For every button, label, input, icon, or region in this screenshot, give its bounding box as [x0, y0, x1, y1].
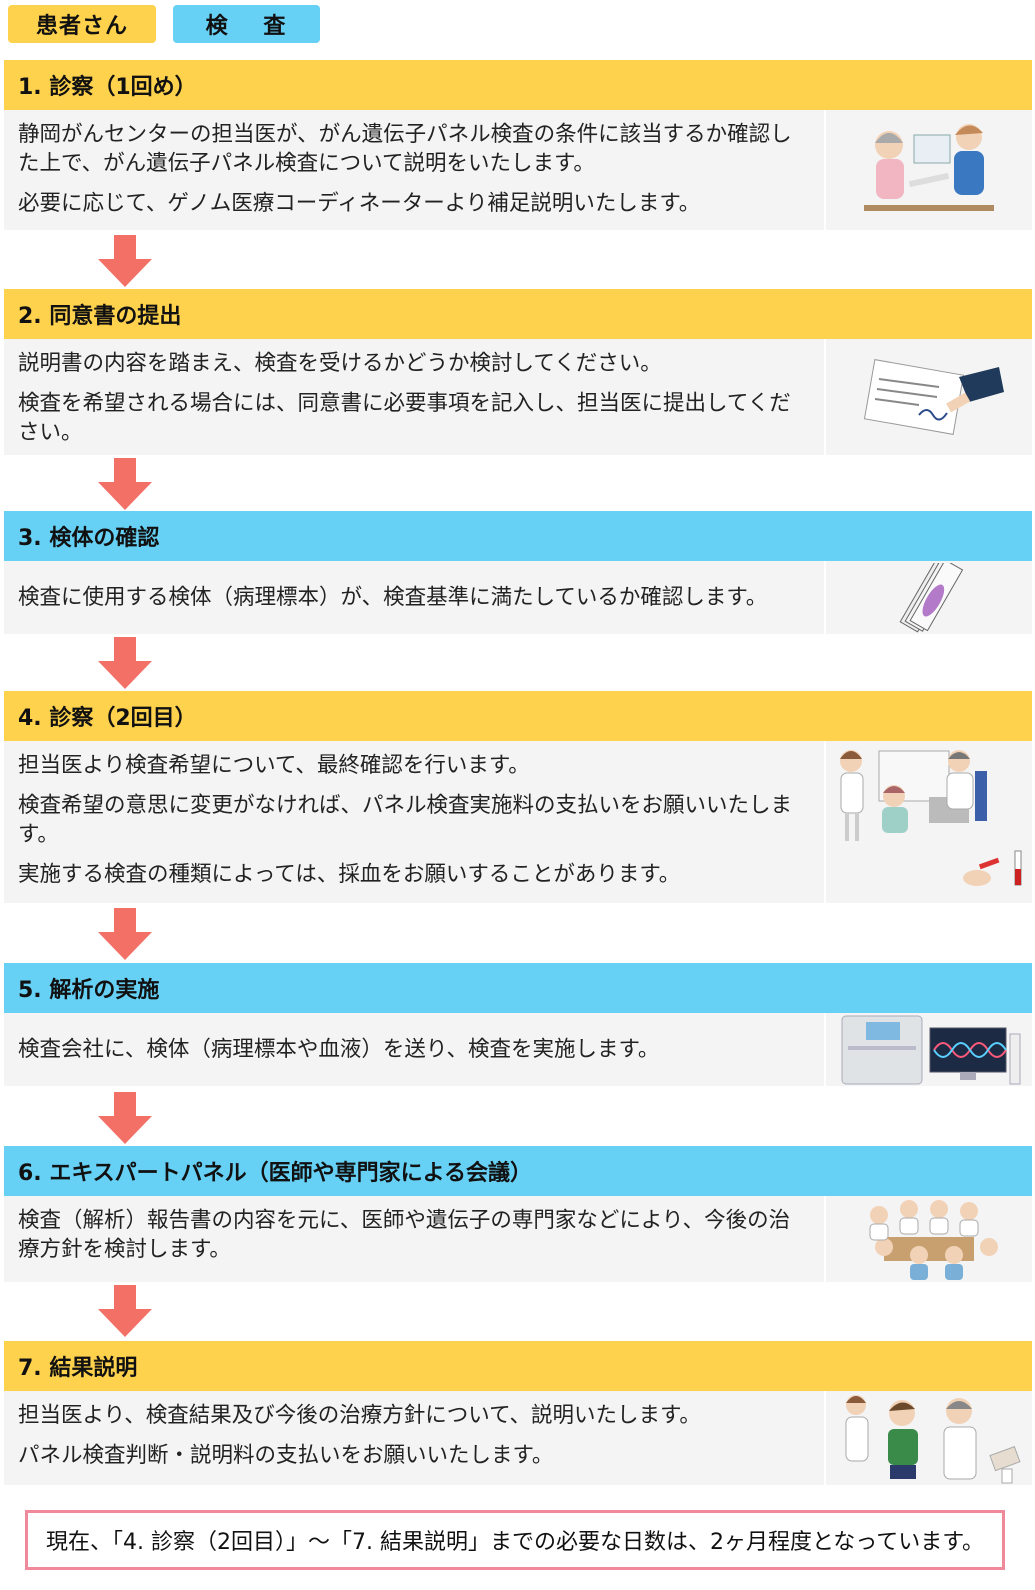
- step-7-text: 担当医より、検査結果及び今後の治療方針について、説明いたします。 パネル検査判断…: [4, 1391, 824, 1485]
- down-arrow-icon: [98, 1285, 152, 1337]
- step-3-title: 3. 検体の確認: [4, 511, 1032, 561]
- step-6-title: 6. エキスパートパネル（医師や専門家による会議）: [4, 1146, 1032, 1196]
- step-4-text: 担当医より検査希望について、最終確認を行います。 検査希望の意思に変更がなければ…: [4, 741, 824, 903]
- step-7-title: 7. 結果説明: [4, 1341, 1032, 1391]
- legend-patient-tag: 患者さん: [8, 5, 156, 43]
- step-5-title: 5. 解析の実施: [4, 963, 1032, 1013]
- consent-form-illustration: [826, 339, 1032, 455]
- step-4-title: 4. 診察（2回目）: [4, 691, 1032, 741]
- step-2-text: 説明書の内容を踏まえ、検査を受けるかどうか検討してください。 検査を希望される場…: [4, 339, 824, 455]
- step-4-paragraph: 検査希望の意思に変更がなければ、パネル検査実施料の支払いをお願いいたします。: [18, 793, 793, 847]
- down-arrow-icon: [98, 908, 152, 960]
- step-5: 5. 解析の実施 検査会社に、検体（病理標本や血液）を送り、検査を実施します。: [4, 963, 1032, 1086]
- step-2-paragraph: 検査を希望される場合には、同意書に必要事項を記入し、担当医に提出してください。: [18, 391, 791, 445]
- down-arrow-icon: [98, 1092, 152, 1144]
- second-consultation-illustration: [826, 741, 1032, 903]
- step-3-text: 検査に使用する検体（病理標本）が、検査基準に満たしているか確認します。: [4, 561, 824, 634]
- result-explanation-illustration: [826, 1391, 1032, 1485]
- step-7-paragraph: 担当医より、検査結果及び今後の治療方針について、説明いたします。: [18, 1403, 701, 1428]
- step-5-paragraph: 検査会社に、検体（病理標本や血液）を送り、検査を実施します。: [18, 1037, 660, 1062]
- step-1-paragraph: 静岡がんセンターの担当医が、がん遺伝子パネル検査の条件に該当するか確認した上で、…: [18, 122, 792, 176]
- step-2-paragraph: 説明書の内容を踏まえ、検査を受けるかどうか検討してください。: [18, 351, 662, 376]
- step-1: 1. 診察（1回め） 静岡がんセンターの担当医が、がん遺伝子パネル検査の条件に該…: [4, 60, 1032, 230]
- down-arrow-icon: [98, 458, 152, 510]
- down-arrow-icon: [98, 637, 152, 689]
- schedule-note: 現在、「4. 診察（2回目）」〜「7. 結果説明」までの必要な日数は、2ヶ月程度…: [25, 1510, 1005, 1570]
- doctor-consultation-illustration: [826, 110, 1032, 230]
- specimen-slides-illustration: [826, 561, 1032, 634]
- step-6-text: 検査（解析）報告書の内容を元に、医師や遺伝子の専門家などにより、今後の治療方針を…: [4, 1196, 824, 1282]
- legend-exam-tag: 検 査: [173, 5, 320, 43]
- gene-analysis-illustration: [826, 1013, 1032, 1086]
- doctor-explaining-icon: [845, 1395, 1021, 1484]
- step-6: 6. エキスパートパネル（医師や専門家による会議） 検査（解析）報告書の内容を元…: [4, 1146, 1032, 1282]
- consultation-blood-test-icon: [840, 750, 1022, 886]
- meeting-group-icon: [869, 1200, 998, 1280]
- step-5-text: 検査会社に、検体（病理標本や血液）を送り、検査を実施します。: [4, 1013, 824, 1086]
- step-6-paragraph: 検査（解析）報告書の内容を元に、医師や遺伝子の専門家などにより、今後の治療方針を…: [18, 1208, 791, 1262]
- microscope-slide-icon: [899, 562, 964, 632]
- step-3-paragraph: 検査に使用する検体（病理標本）が、検査基準に満たしているか確認します。: [18, 585, 768, 610]
- down-arrow-icon: [98, 235, 152, 287]
- signing-document-icon: [863, 359, 1004, 435]
- step-1-paragraph: 必要に応じて、ゲノム医療コーディネーターより補足説明いたします。: [18, 191, 701, 216]
- step-1-text: 静岡がんセンターの担当医が、がん遺伝子パネル検査の条件に該当するか確認した上で、…: [4, 110, 824, 230]
- expert-panel-illustration: [826, 1196, 1032, 1282]
- step-2: 2. 同意書の提出 説明書の内容を踏まえ、検査を受けるかどうか検討してください。…: [4, 289, 1032, 455]
- consultation-icon: [864, 124, 994, 211]
- step-7-paragraph: パネル検査判断・説明料の支払いをお願いいたします。: [18, 1443, 554, 1468]
- step-2-title: 2. 同意書の提出: [4, 289, 1032, 339]
- schedule-note-text: 現在、「4. 診察（2回目）」〜「7. 結果説明」までの必要な日数は、2ヶ月程度…: [46, 1530, 985, 1555]
- step-4-paragraph: 実施する検査の種類によっては、採血をお願いすることがあります。: [18, 862, 681, 887]
- sequencer-dna-icon: [841, 1015, 1021, 1084]
- step-3: 3. 検体の確認 検査に使用する検体（病理標本）が、検査基準に満たしているか確認…: [4, 511, 1032, 634]
- step-1-title: 1. 診察（1回め）: [4, 60, 1032, 110]
- step-4: 4. 診察（2回目） 担当医より検査希望について、最終確認を行います。 検査希望…: [4, 691, 1032, 903]
- step-4-paragraph: 担当医より検査希望について、最終確認を行います。: [18, 753, 530, 778]
- step-7: 7. 結果説明 担当医より、検査結果及び今後の治療方針について、説明いたします。…: [4, 1341, 1032, 1485]
